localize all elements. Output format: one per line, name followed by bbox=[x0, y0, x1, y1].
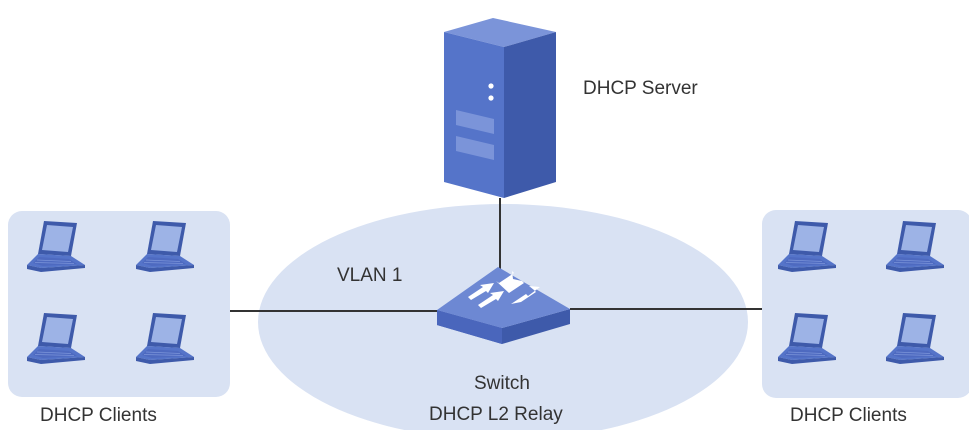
switch-role-label: DHCP L2 Relay bbox=[429, 404, 563, 425]
server-icon bbox=[444, 18, 556, 198]
vlan-label: VLAN 1 bbox=[337, 265, 403, 286]
clients-left-label: DHCP Clients bbox=[40, 405, 157, 426]
clients-right-label: DHCP Clients bbox=[790, 405, 907, 426]
switch-label: Switch bbox=[474, 373, 530, 394]
switch-icon bbox=[437, 267, 570, 344]
dhcp-server-label: DHCP Server bbox=[583, 78, 698, 99]
